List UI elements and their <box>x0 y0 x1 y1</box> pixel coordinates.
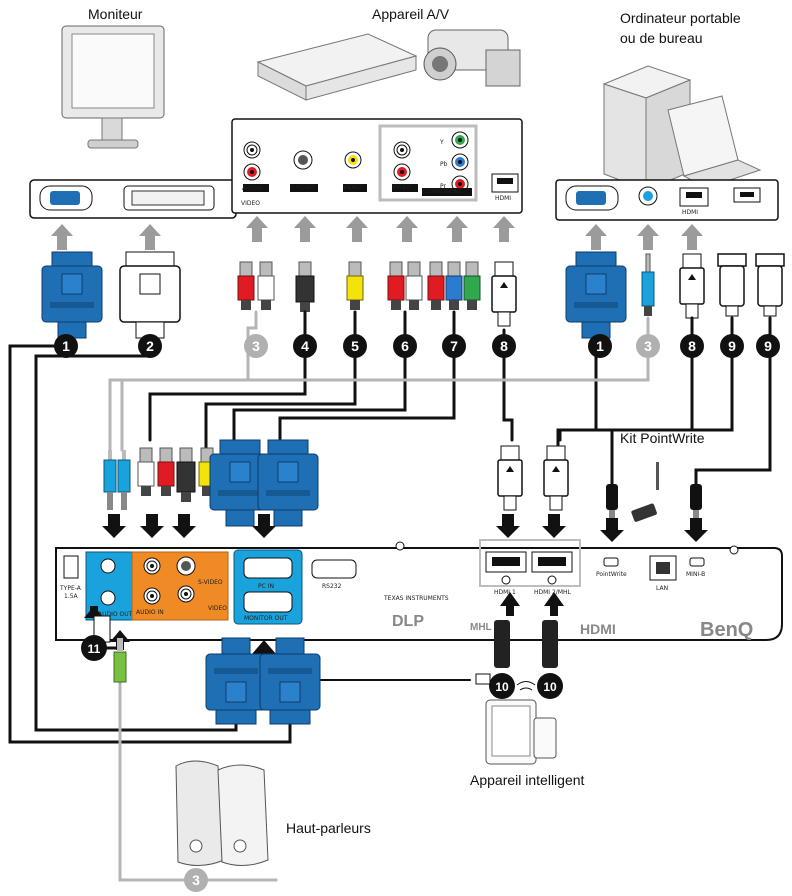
av-y-label: Y <box>439 139 444 146</box>
proj-brand-logo: BenQ <box>700 619 753 641</box>
svg-text:2: 2 <box>146 338 154 354</box>
proj-svideo-label: S-VIDEO <box>198 579 223 586</box>
svg-text:3: 3 <box>192 872 200 888</box>
projector-arrows <box>102 514 708 542</box>
proj-rs232-label: RS232 <box>322 583 342 590</box>
proj-lan-label: LAN <box>656 585 668 592</box>
svg-text:9: 9 <box>728 338 736 354</box>
av-port-panel <box>231 118 523 214</box>
proj-type-a-label: TYPE-A <box>59 585 82 592</box>
svg-text:10: 10 <box>543 680 557 694</box>
av-component-label: COMPONENT <box>423 188 462 195</box>
av-device-label: Appareil A/V <box>372 6 450 22</box>
proj-video-label: VIDEO <box>208 605 227 612</box>
svg-text:1: 1 <box>62 338 70 354</box>
av-video-label-3: VIDEO <box>392 184 411 191</box>
proj-hdmi1-label: HDMI 1 <box>494 589 516 596</box>
av-video-label-1: VIDEO <box>241 200 260 207</box>
computer-port-panel <box>555 179 779 221</box>
proj-audio-in-label: AUDIO IN <box>136 609 164 616</box>
svg-text:4: 4 <box>301 338 309 354</box>
smart-device-icon <box>485 699 557 765</box>
svg-text:7: 7 <box>450 338 458 354</box>
proj-hdmi2-label: HDMI 2/MHL <box>534 589 572 596</box>
computer-icon <box>602 65 762 191</box>
source-arrows <box>51 216 703 250</box>
projector-plugs <box>103 439 702 527</box>
av-device-icon <box>256 29 521 101</box>
speakers-icon <box>175 760 269 866</box>
svg-text:5: 5 <box>351 338 359 354</box>
source-plugs <box>41 251 785 339</box>
av-hdmi-label: HDMI <box>495 195 511 202</box>
proj-hdmi-logo: HDMI <box>580 621 616 637</box>
av-audio-label: AUDIO <box>242 185 262 192</box>
proj-ti-label: TEXAS INSTRUMENTS <box>383 595 449 602</box>
av-svideo-label: S-VIDEO <box>290 184 315 191</box>
svg-text:6: 6 <box>401 338 409 354</box>
monitor-label: Moniteur <box>88 6 143 22</box>
computer-label-line2: ou de bureau <box>620 30 703 46</box>
svg-text:1: 1 <box>596 338 604 354</box>
port-texts: AUDIO VIDEO S-VIDEO VIDEO VIDEO COMPONEN… <box>59 139 753 641</box>
proj-mhl-logo: MHL <box>470 622 492 633</box>
pointwrite-pen-icon <box>631 462 659 522</box>
out-arrows <box>84 592 564 664</box>
pc-hdmi-label: HDMI <box>682 209 698 216</box>
computer-label-line1: Ordinateur portable <box>620 10 741 26</box>
proj-pointwrite-label: PointWrite <box>596 571 627 578</box>
projector-rear-panel <box>55 539 783 641</box>
proj-rating-label: 1.5A <box>64 593 79 600</box>
svg-text:10: 10 <box>495 680 509 694</box>
svg-text:3: 3 <box>252 338 260 354</box>
svg-text:9: 9 <box>764 338 772 354</box>
av-pb-label: Pb <box>440 161 448 168</box>
smart-device-label: Appareil intelligent <box>470 772 585 788</box>
av-pr-label: Pr <box>440 183 447 190</box>
speakers-label: Haut-parleurs <box>286 820 371 836</box>
proj-monitor-out-label: MONITOR OUT <box>244 615 288 622</box>
svg-text:3: 3 <box>644 338 652 354</box>
proj-pc-in-label: PC IN <box>258 583 274 590</box>
svg-text:11: 11 <box>88 642 101 656</box>
proj-audio-out-label: AUDIO OUT <box>98 611 133 618</box>
monitor-icon <box>61 25 165 149</box>
proj-dlp-logo: DLP <box>392 613 424 630</box>
callout-markers: 1 2 3 4 5 6 7 8 1 3 8 9 9 10 10 11 3 <box>54 334 780 892</box>
svg-text:8: 8 <box>688 338 696 354</box>
monitor-port-panel <box>29 179 237 219</box>
pointwrite-label: Kit PointWrite <box>620 430 705 446</box>
proj-minib-label: MINI-B <box>686 571 705 578</box>
av-video-label-2: VIDEO <box>343 184 362 191</box>
svg-text:8: 8 <box>500 338 508 354</box>
